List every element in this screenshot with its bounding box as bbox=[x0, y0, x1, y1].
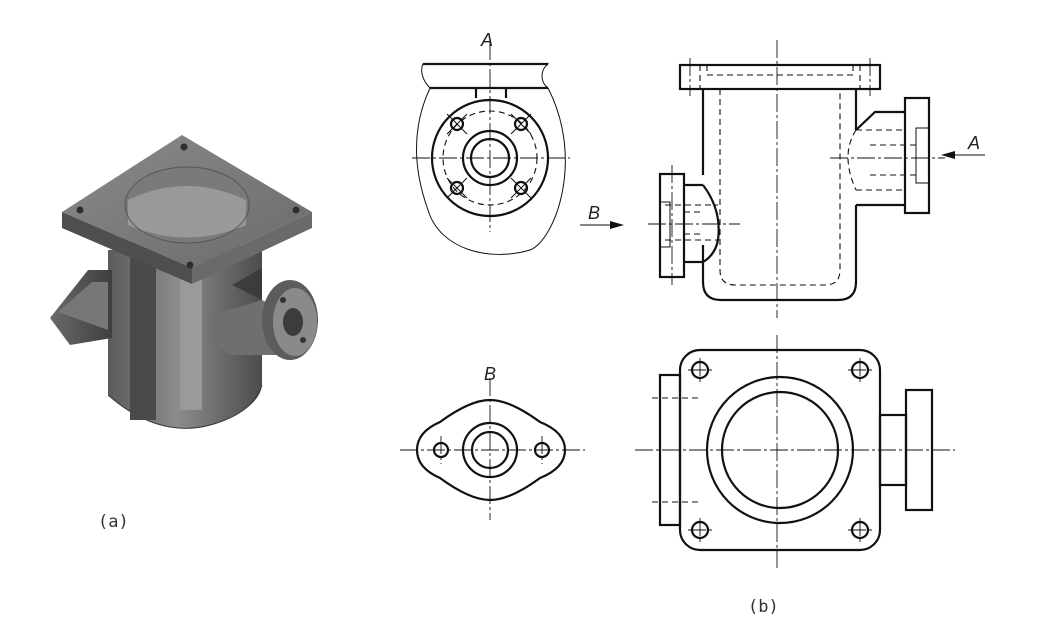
front-view bbox=[648, 40, 945, 318]
arrow-a-label: A bbox=[967, 133, 980, 153]
arrow-a: A bbox=[941, 133, 985, 159]
view-a: A bbox=[412, 30, 570, 255]
isometric-part bbox=[50, 135, 318, 429]
label-b: (b) bbox=[748, 597, 779, 617]
view-b: B bbox=[400, 364, 585, 520]
view-a-title: A bbox=[480, 30, 493, 50]
top-view bbox=[635, 335, 955, 568]
bolt-holes-view-a bbox=[446, 113, 532, 199]
label-a: (a) bbox=[98, 512, 129, 532]
view-b-title: B bbox=[484, 364, 496, 384]
arrow-b: B bbox=[580, 203, 624, 229]
arrow-b-label: B bbox=[588, 203, 600, 223]
